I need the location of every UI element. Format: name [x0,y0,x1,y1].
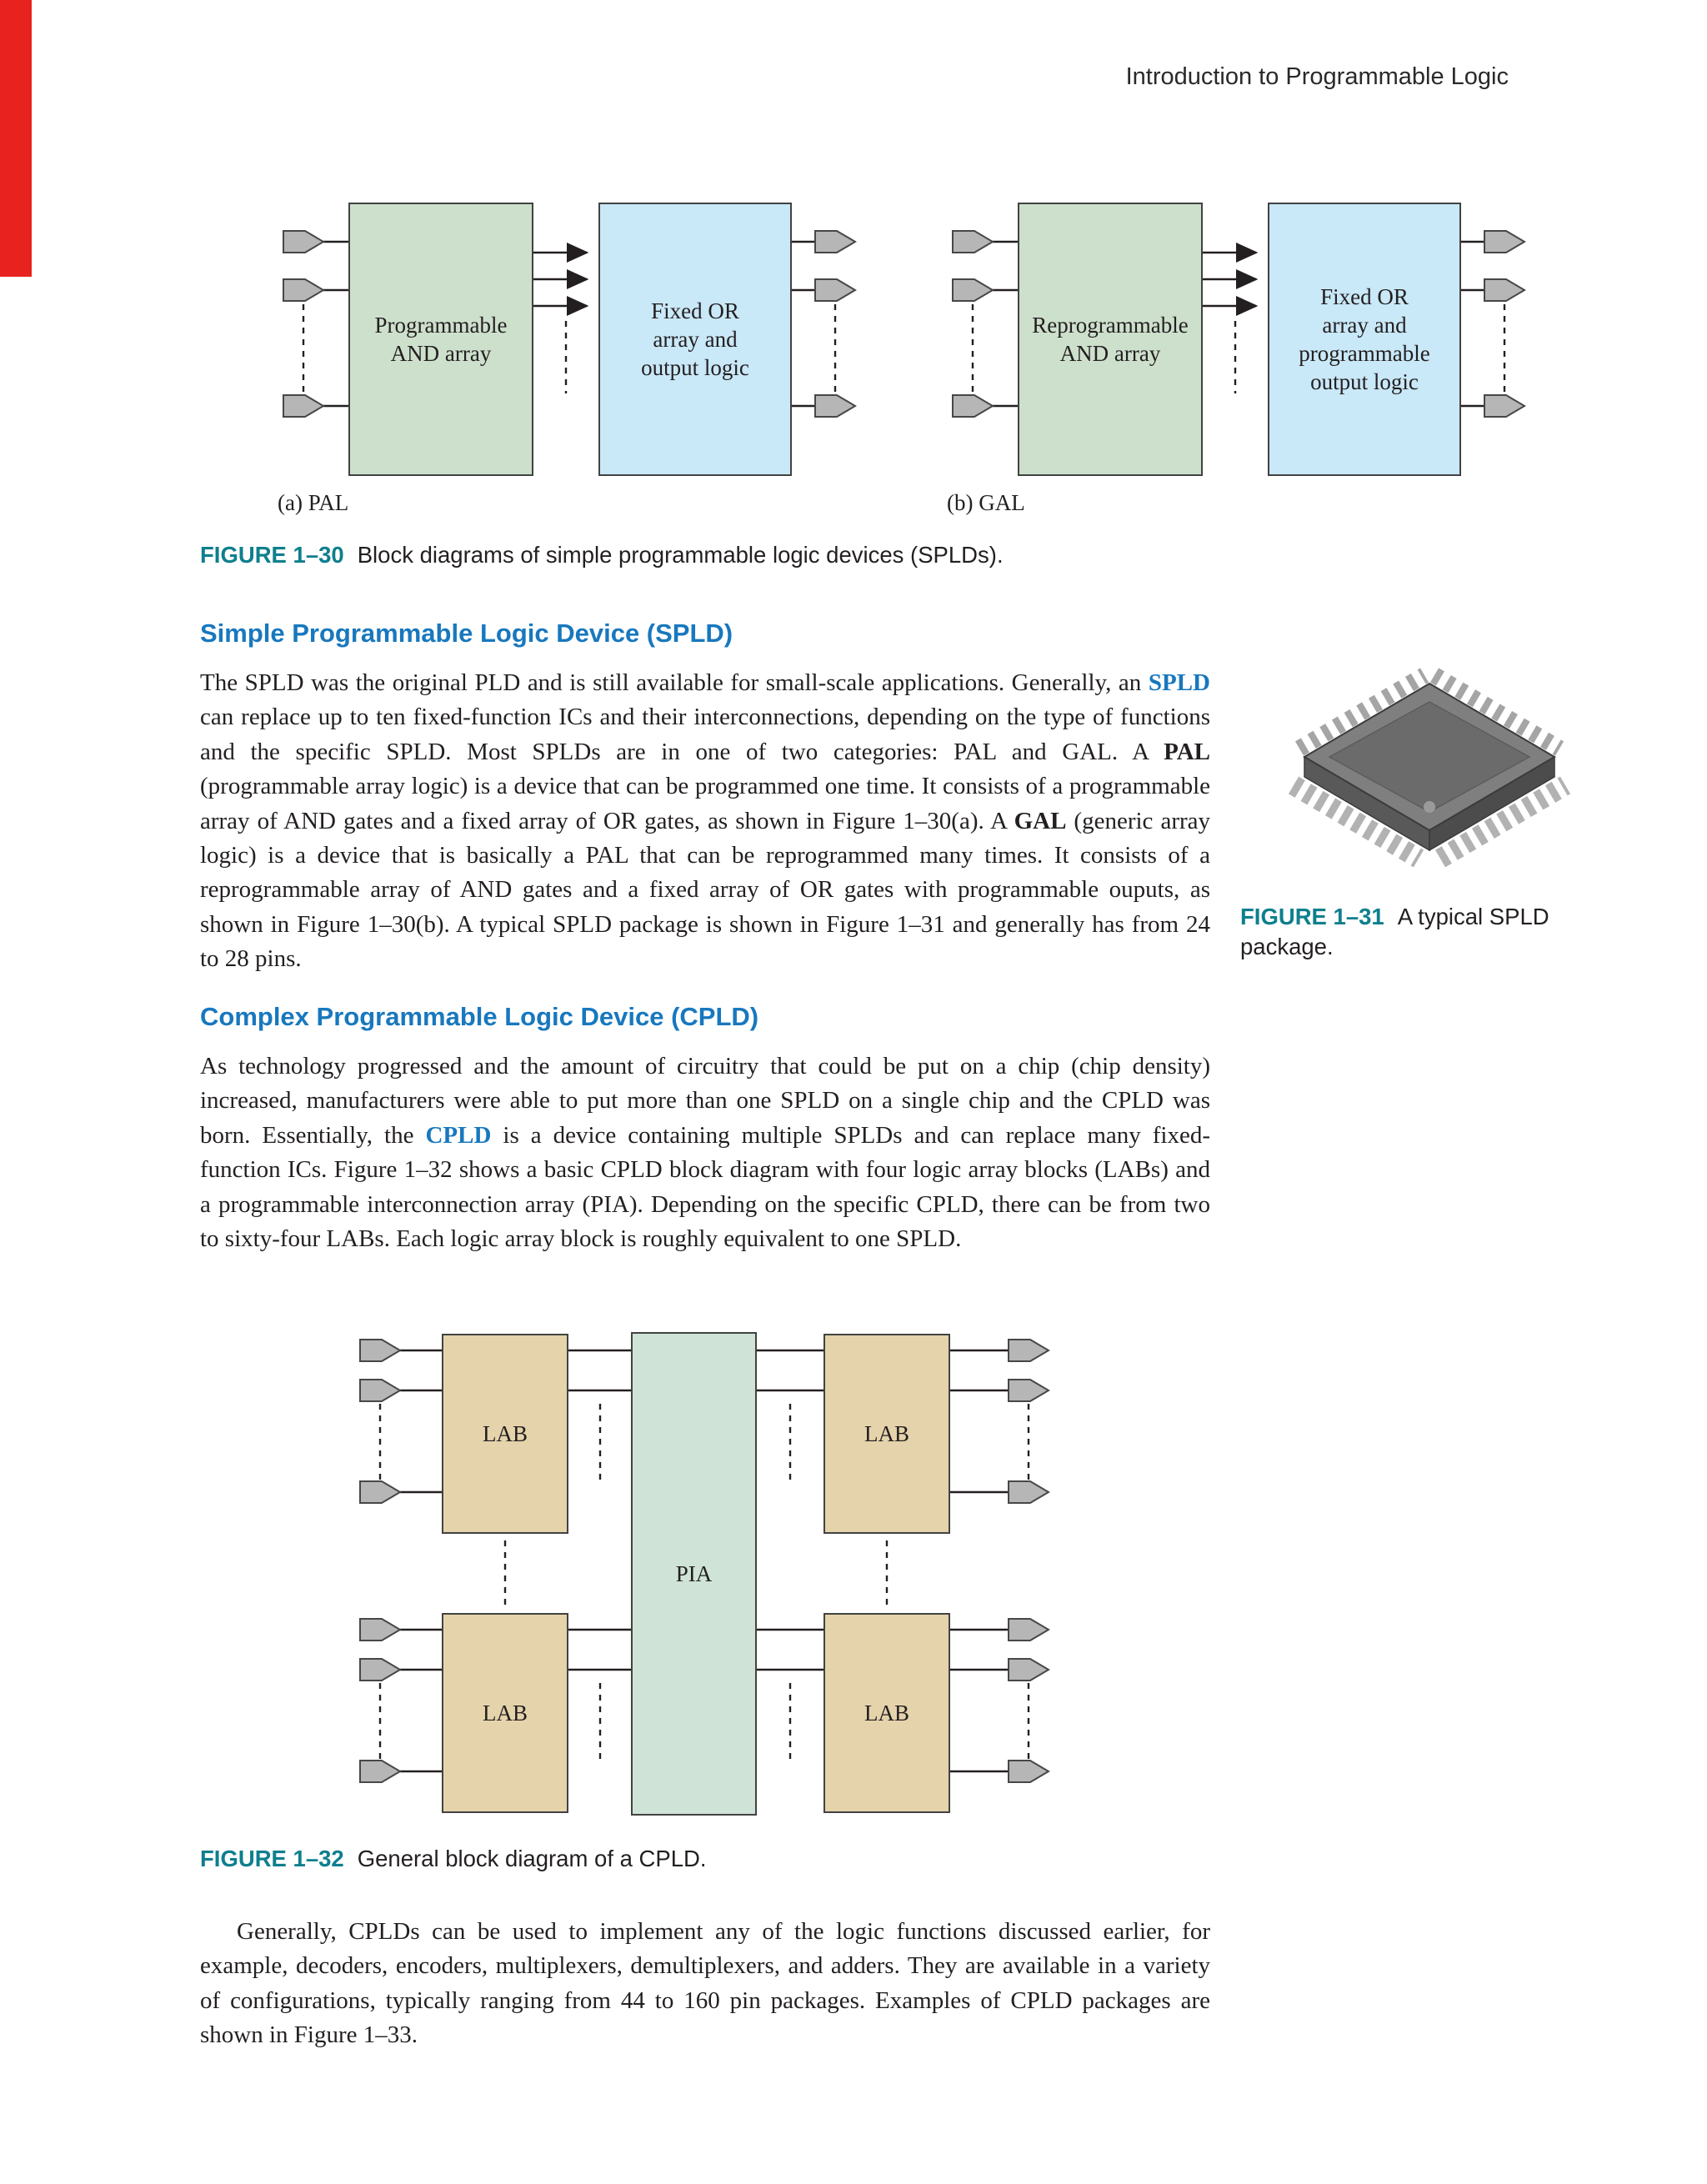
figure-1-30-label: FIGURE 1–30 [200,542,344,568]
running-head: Introduction to Programmable Logic [1125,63,1509,90]
gal-signal-lines [971,240,1506,408]
input-arrow-icon [359,1760,402,1783]
chip-leads-front-right [1434,776,1571,868]
pal-connectors [283,230,857,418]
chip-leads-back-left [1294,668,1429,756]
figure-1-32-label: FIGURE 1–32 [200,1846,344,1871]
output-arrow-icon [1484,230,1526,253]
figure-1-32-caption: FIGURE 1–32 General block diagram of a CP… [200,1844,1450,1874]
cpld-connectors [359,1339,1050,1783]
pal-signal-lines [302,240,837,408]
output-arrow-icon [814,230,857,253]
cpld-signal-lines [378,1349,1030,1773]
output-arrow-icon [1008,1379,1050,1402]
cpld-diagram: PIA LAB LAB LAB LAB [358,1332,1052,1820]
figure-1-31-label: FIGURE 1–31 [1240,904,1384,929]
page-edge-accent [0,0,32,277]
chip-leads-front-left [1288,776,1424,868]
body-paragraph-cpld: As technology progressed and the amount … [200,1053,1210,1253]
gal-diagram: Reprogrammable AND array Fixed OR array … [944,203,1532,482]
spld-package-illustration [1288,668,1571,868]
output-arrow-icon [1008,1760,1050,1783]
output-arrow-icon [1008,1618,1050,1641]
gal-and-array-box: Reprogrammable AND array [1018,203,1203,476]
output-arrow-icon [814,278,857,302]
output-arrow-icon [1008,1658,1050,1681]
input-arrow-icon [283,278,325,302]
pal-or-array-box: Fixed OR array and output logic [598,203,792,476]
section-heading-cpld: Complex Programmable Logic Device (CPLD) [200,1002,759,1031]
input-arrow-icon [359,1658,402,1681]
output-arrow-icon [1484,278,1526,302]
input-arrow-icon [952,394,994,418]
input-arrow-icon [283,394,325,418]
input-arrow-icon [359,1339,402,1362]
lab-box-bottom-right: LAB [823,1613,950,1813]
pal-diagram: Programmable AND array Fixed OR array an… [275,203,863,482]
gal-connectors [952,230,1526,418]
input-arrow-icon [952,278,994,302]
figure-1-31-caption-text: A typical SPLD package. [1240,904,1549,959]
output-arrow-icon [1008,1480,1050,1504]
output-arrow-icon [1008,1339,1050,1362]
body-paragraph-closing: Generally, CPLDs can be used to implemen… [200,1918,1210,2049]
gal-or-array-box: Fixed OR array and programmable output l… [1268,203,1461,476]
body-paragraph-spld: The SPLD was the original PLD and is sti… [200,669,1211,973]
output-arrow-icon [1484,394,1526,418]
input-arrow-icon [359,1480,402,1504]
figure-1-32-caption-text: General block diagram of a CPLD. [357,1846,707,1871]
gal-io-arrow-icons [952,230,1526,418]
pal-and-array-box: Programmable AND array [348,203,533,476]
chip-leads-back-right [1429,668,1564,756]
input-arrow-icon [359,1379,402,1402]
pia-box: PIA [631,1332,757,1816]
input-arrow-icon [283,230,325,253]
pal-sublabel: (a) PAL [278,490,349,515]
gal-sublabel: (b) GAL [947,490,1025,515]
lab-box-bottom-left: LAB [442,1613,568,1813]
input-arrow-icon [359,1618,402,1641]
figure-1-30-caption-text: Block diagrams of simple programmable lo… [357,542,1004,568]
figure-1-30-caption: FIGURE 1–30 Block diagrams of simple prog… [200,540,1450,570]
lab-box-top-right: LAB [823,1334,950,1534]
lab-box-top-left: LAB [442,1334,568,1534]
cpld-io-arrow-icons [359,1339,1050,1783]
output-arrow-icon [814,394,857,418]
section-heading-spld: Simple Programmable Logic Device (SPLD) [200,619,733,648]
input-arrow-icon [952,230,994,253]
chip-index-dot [1424,801,1435,813]
pal-io-arrow-icons [283,230,857,418]
